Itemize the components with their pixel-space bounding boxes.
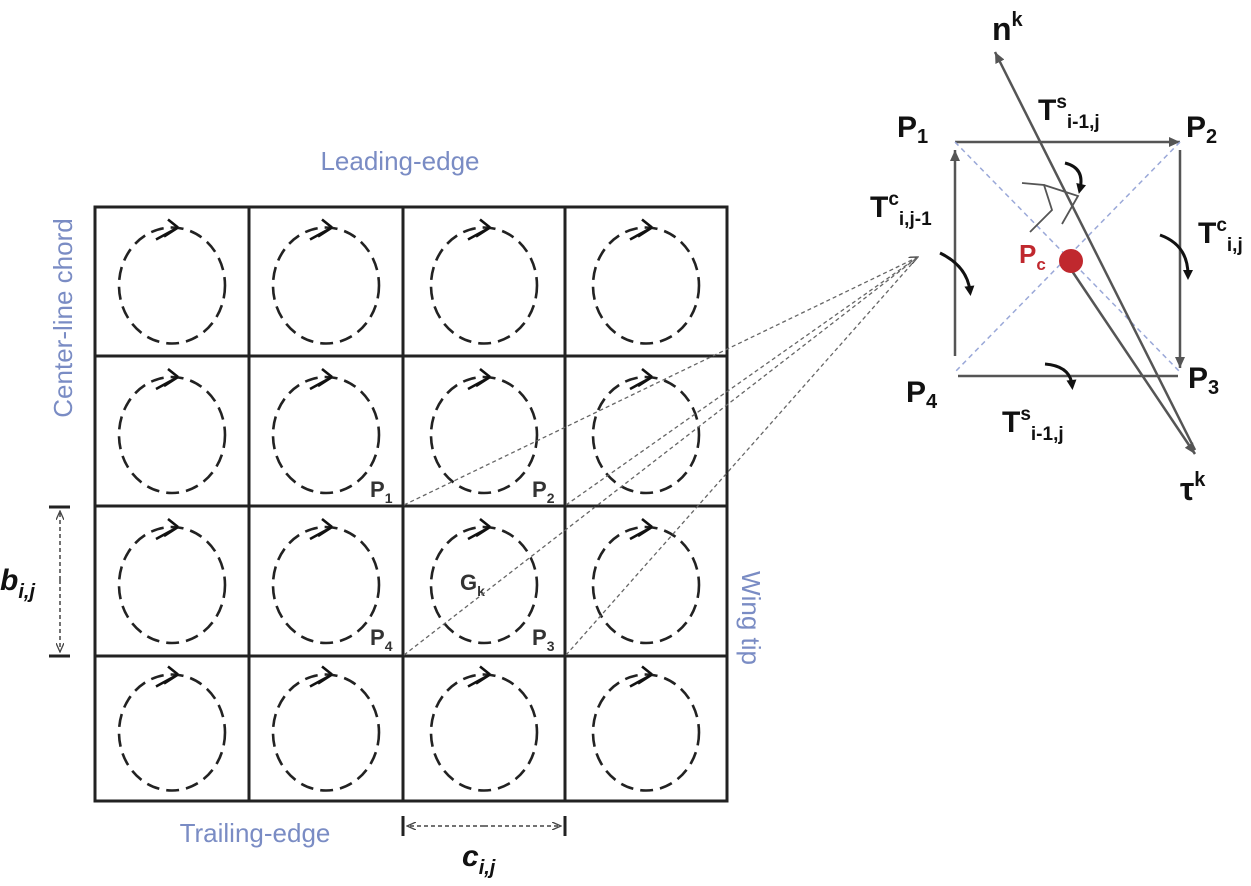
vortex-ring bbox=[429, 517, 539, 645]
chord-vortex-left-label: Tci,j-1 bbox=[870, 189, 932, 230]
vortex-arrow-icon bbox=[309, 367, 333, 391]
right-angle-marker bbox=[1043, 184, 1080, 225]
vortex-ring bbox=[271, 517, 381, 645]
vortex-arrow-icon bbox=[309, 665, 333, 688]
vortex-ring bbox=[271, 218, 381, 345]
chord-vortex-right-label: Tci,j bbox=[1198, 215, 1243, 256]
vortex-ring bbox=[429, 218, 539, 345]
vortex-rings bbox=[117, 218, 701, 792]
vortex-arrow-icon bbox=[467, 367, 491, 391]
shed-vortex-bottom-label: Tsi-1,j bbox=[1002, 404, 1064, 445]
vortex-ring bbox=[591, 517, 701, 645]
right-angle-marker bbox=[1021, 182, 1054, 233]
projection-lines bbox=[403, 257, 918, 656]
span-dimension-label: bi,j bbox=[0, 564, 35, 603]
vortex-arrow-icon bbox=[467, 517, 491, 541]
panel-grid bbox=[93, 205, 729, 803]
vortex-arrow-icon bbox=[467, 218, 491, 241]
vortex-arrow-icon bbox=[629, 367, 653, 391]
vortex-arrow-icon bbox=[155, 517, 179, 541]
grid-corner-p1: P1 bbox=[370, 477, 393, 506]
vortex-arrow-icon bbox=[629, 665, 653, 688]
vortex-arrow-icon bbox=[155, 367, 179, 391]
chord-dimension-label: ci,j bbox=[462, 840, 496, 879]
zoomed-panel bbox=[939, 51, 1197, 455]
tangent-axis bbox=[1066, 264, 1197, 455]
vortex-ring bbox=[117, 367, 227, 495]
vortex-ring bbox=[591, 665, 701, 792]
normal-vector-label: nk bbox=[992, 9, 1024, 47]
panel-center-point bbox=[1059, 249, 1083, 273]
center-line-chord-label: Center-line chord bbox=[48, 218, 78, 417]
vortex-label-gk: Gk bbox=[460, 570, 485, 599]
circulation-arrow-top bbox=[1064, 161, 1087, 194]
vortex-arrow-icon bbox=[155, 218, 179, 241]
vortex-ring bbox=[591, 367, 701, 495]
vortex-arrow-icon bbox=[467, 665, 491, 688]
panel-corner-p4: P4 bbox=[906, 376, 938, 413]
trailing-edge-label: Trailing-edge bbox=[180, 818, 331, 848]
shed-vortex-top-label: Tsi-1,j bbox=[1038, 92, 1100, 133]
vortex-arrow-icon bbox=[309, 218, 333, 241]
vortex-ring bbox=[429, 665, 539, 792]
vortex-arrow-icon bbox=[629, 517, 653, 541]
vortex-arrow-icon bbox=[629, 218, 653, 241]
chord-dimension bbox=[401, 816, 567, 836]
tangent-vector-label: τk bbox=[1180, 469, 1206, 507]
grid-corner-p3: P3 bbox=[532, 625, 555, 654]
vortex-ring bbox=[117, 517, 227, 645]
vortex-ring bbox=[271, 367, 381, 495]
vortex-ring bbox=[271, 665, 381, 792]
panel-corner-p2: P2 bbox=[1186, 111, 1217, 148]
panel-corner-p3: P3 bbox=[1188, 362, 1219, 399]
vortex-ring bbox=[117, 218, 227, 345]
grid-corner-p4: P4 bbox=[370, 625, 393, 654]
vortex-ring bbox=[591, 218, 701, 345]
panel-corner-p1: P1 bbox=[897, 111, 928, 148]
wing-tip-label: Wing tip bbox=[736, 571, 766, 665]
circulation-arrow-bottom bbox=[1044, 362, 1077, 390]
leading-edge-label: Leading-edge bbox=[320, 146, 479, 176]
grid-frame bbox=[93, 205, 729, 803]
span-dimension bbox=[49, 505, 70, 658]
center-point-label: Pc bbox=[1019, 239, 1046, 274]
vortex-ring bbox=[429, 367, 539, 495]
vortex-arrow-icon bbox=[309, 517, 333, 541]
circulation-arrow-right bbox=[1159, 233, 1193, 280]
circulation-arrow-left bbox=[939, 251, 975, 296]
grid-corner-p2: P2 bbox=[532, 477, 555, 506]
vortex-arrow-icon bbox=[155, 665, 179, 688]
normal-axis bbox=[993, 51, 1197, 451]
vortex-ring bbox=[117, 665, 227, 792]
